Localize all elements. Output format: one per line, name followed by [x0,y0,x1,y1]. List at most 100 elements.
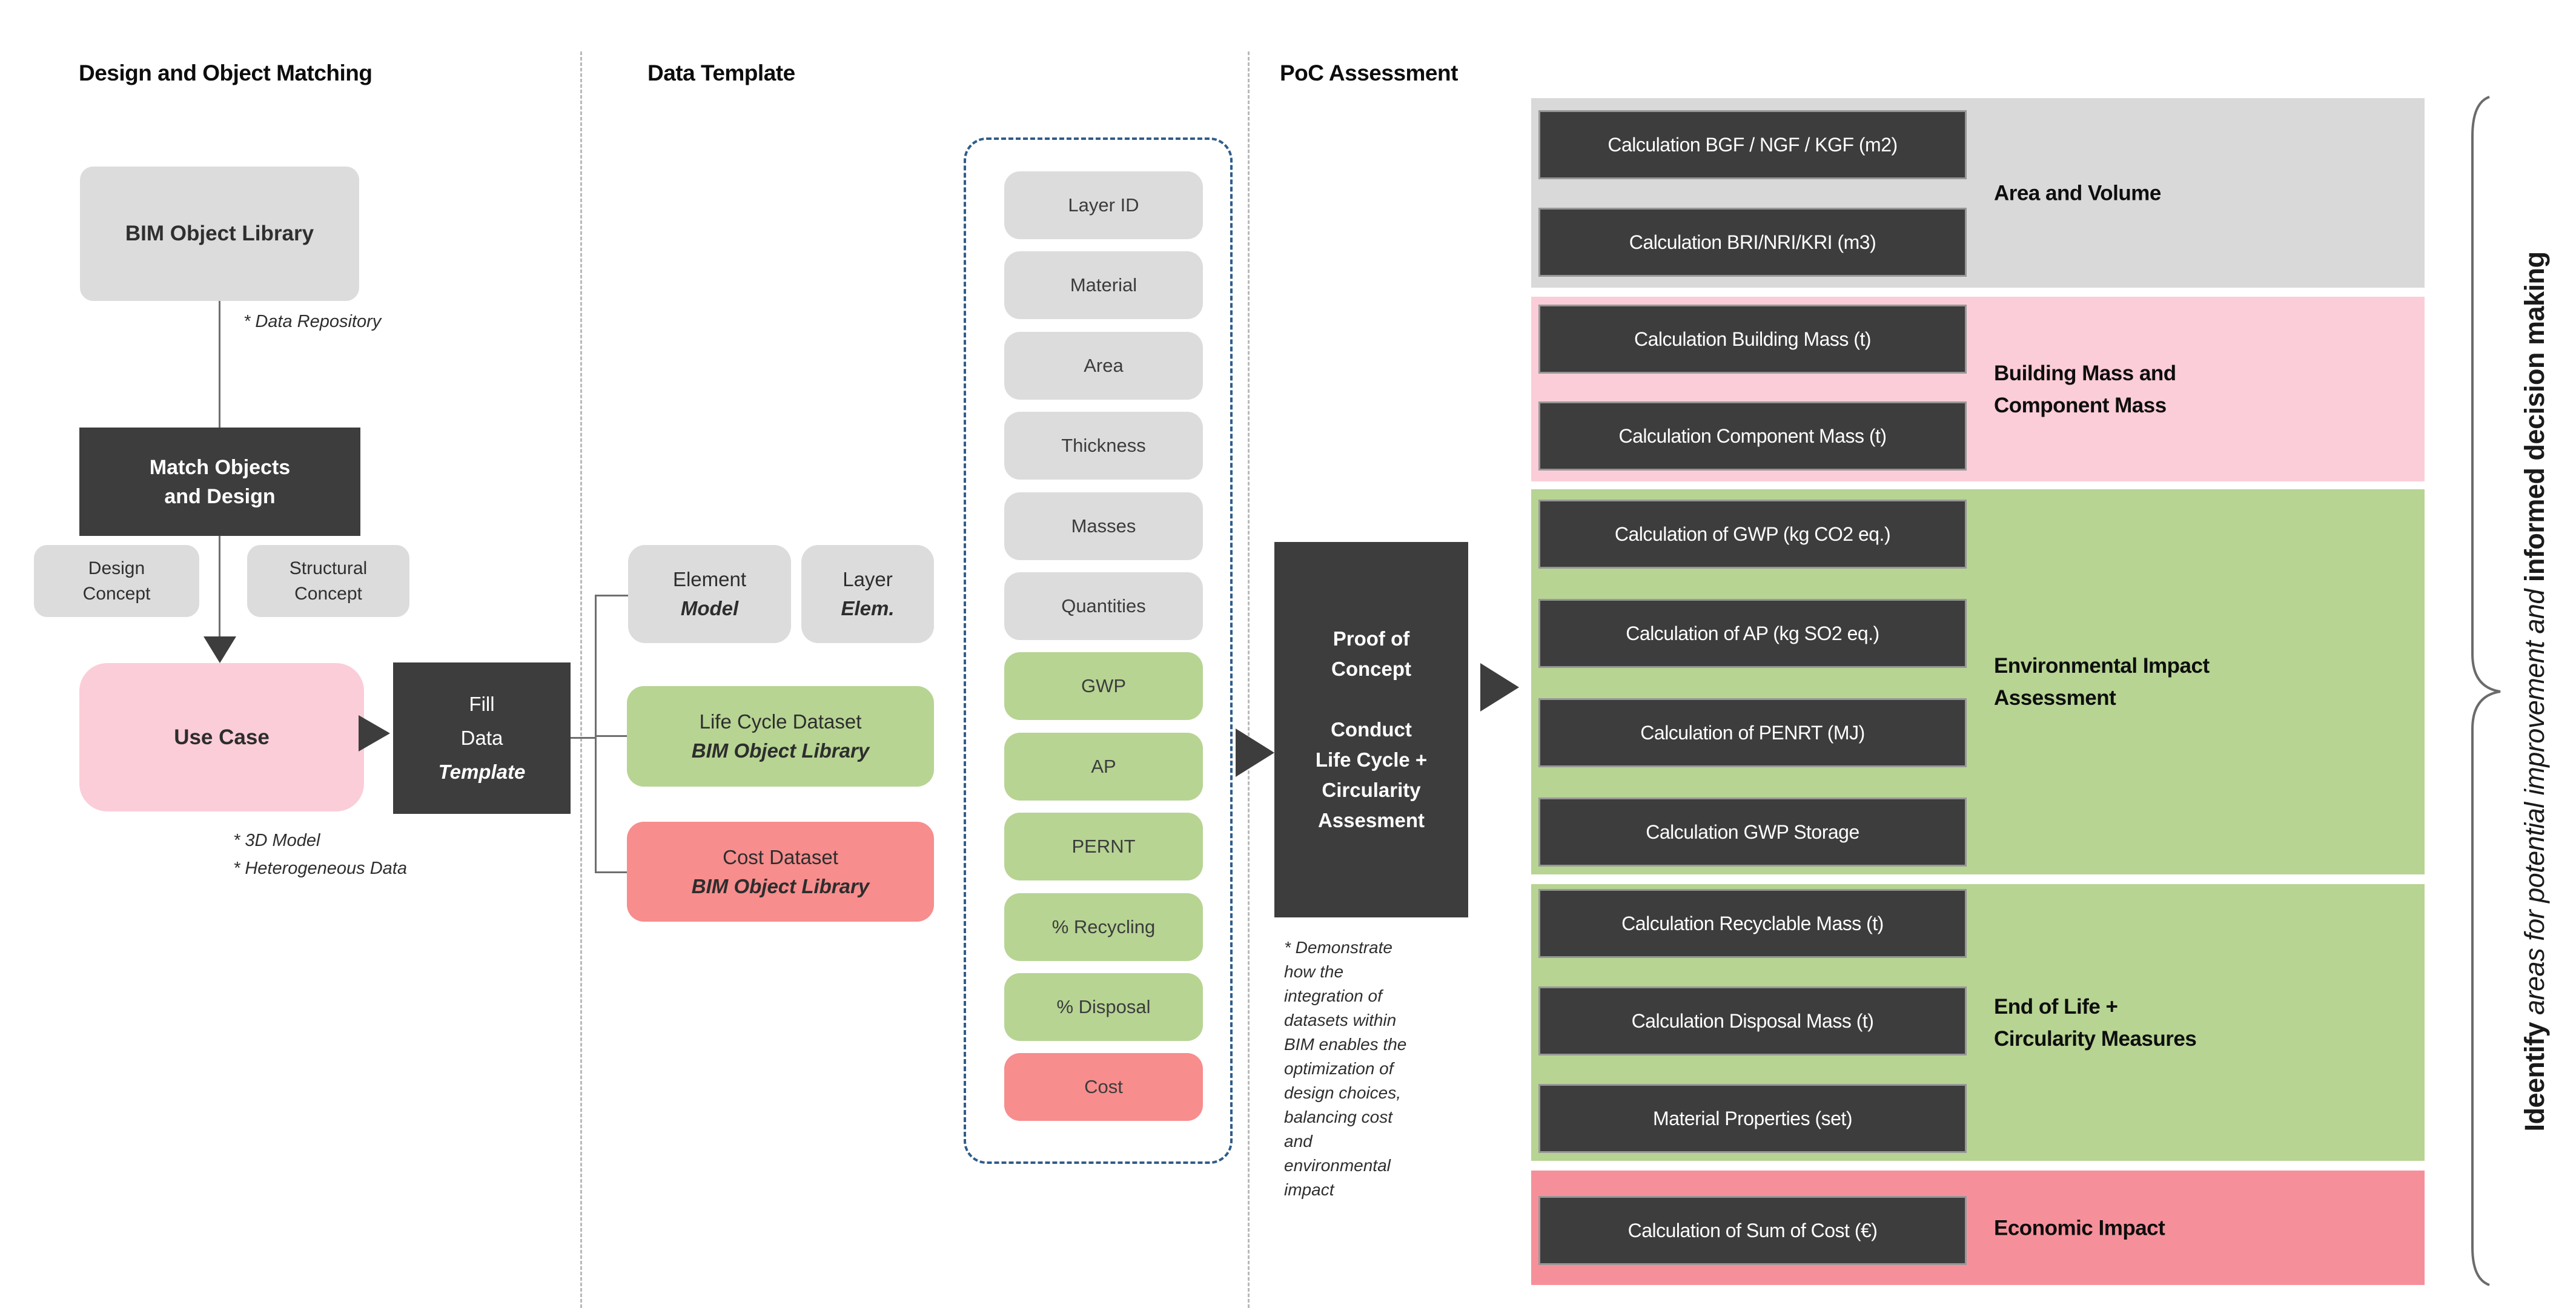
layer-elem-box: Layer Elem. [801,545,934,643]
template-field: AP [1004,732,1203,801]
poc-line: Assesment [1317,809,1425,831]
band-label: Economic Impact [1994,1212,2165,1244]
template-field: % Disposal [1004,973,1203,1041]
template-field: Layer ID [1004,171,1203,239]
template-section-title: Data Template [647,61,795,85]
identify-summary-vertical-text: Ideentify areas for potential improvemen… [2519,251,2551,1131]
structural-concept-line1: Structural [289,558,368,578]
element-model-line1: Element [672,568,747,590]
design-concept-box: Design Concept [34,545,199,617]
arrow-right-icon [359,715,390,751]
connector-line [595,735,628,737]
poc-note-line: datasets within [1284,1011,1397,1029]
heterogeneous-data-note: * Heterogeneous Data [233,859,407,878]
connector-line [219,301,220,428]
calc-box: Calculation of Sum of Cost (€) [1538,1196,1967,1265]
band-label: End of Life + Circularity Measures [1994,991,2197,1055]
data-repository-note: * Data Repository [243,312,382,331]
poc-note-line: * Demonstrate [1284,938,1392,957]
life-cycle-line2: BIM Object Library [691,739,870,762]
bim-object-library-box: BIM Object Library [80,167,359,301]
connector-line [571,737,595,739]
end-of-life-band: Calculation Recyclable Mass (t)Calculati… [1531,884,2425,1161]
template-field: GWP [1004,652,1203,721]
use-case-box: Use Case [79,663,364,811]
arrow-right-icon [1236,728,1274,777]
element-model-box: Element Model [628,545,791,643]
arrow-down-icon [204,636,236,663]
poc-line: Concept [1331,658,1411,680]
poc-section-title: PoC Assessment [1280,61,1458,85]
band-label-line: Economic Impact [1994,1216,2165,1240]
calc-box: Calculation of GWP (kg CO2 eq.) [1538,500,1967,569]
layer-elem-line1: Layer [843,568,893,590]
summary-bold-part1: Ideentify [2519,1022,2550,1132]
template-field: % Recycling [1004,893,1203,961]
life-cycle-line1: Life Cycle Dataset [699,710,862,733]
template-field: PERNT [1004,813,1203,881]
match-objects-box: Match Objects and Design [79,428,360,536]
connector-line [595,595,629,596]
calc-box: Calculation of AP (kg SO2 eq.) [1538,599,1967,668]
summary-bold-part2: informed decision making [2519,251,2550,583]
poc-note-line: integration of [1284,986,1382,1005]
band-label-line: Area and Volume [1994,181,2161,205]
design-concept-line2: Concept [82,583,151,604]
fill-data-line1: Fill [469,693,495,715]
poc-note-line: environmental [1284,1156,1391,1175]
calc-box: Calculation Component Mass (t) [1538,401,1967,471]
calc-box: Calculation BRI/NRI/KRI (m3) [1538,208,1967,277]
template-field: Cost [1004,1053,1203,1121]
poc-line: Life Cycle + [1315,748,1428,771]
template-field: Material [1004,251,1203,320]
section-divider-2 [1248,51,1250,1308]
design-concept-line1: Design [88,558,145,578]
poc-note-line: how the [1284,962,1344,981]
band-label-line: Building Mass and [1994,361,2176,385]
model-note: * 3D Model [233,831,320,850]
area-volume-band: Calculation BGF / NGF / KGF (m2) Calculat… [1531,98,2425,288]
proof-of-concept-box: Proof of Concept Conduct Life Cycle + Ci… [1274,542,1468,917]
building-mass-band: Calculation Building Mass (t) Calculation… [1531,297,2425,481]
cost-dataset-box: Cost Dataset BIM Object Library [627,822,934,922]
cost-dataset-line1: Cost Dataset [723,845,838,868]
band-label-line: Component Mass [1994,393,2167,417]
calc-box: Calculation Building Mass (t) [1538,305,1967,374]
fill-data-line2: Data [460,727,503,749]
connector-line [595,595,597,873]
poc-demonstrate-note: * Demonstrate how the integration of datase… [1284,936,1406,1202]
band-label-line: End of Life + [1994,994,2118,1019]
layer-elem-line2: Elem. [841,597,895,619]
calc-box: Material Properties (set) [1538,1084,1967,1153]
poc-note-line: impact [1284,1180,1334,1199]
match-objects-line1: Match Objects [149,455,291,479]
band-label-line: Circularity Measures [1994,1026,2197,1051]
fill-data-line3: Template [438,761,526,783]
poc-line: Proof of [1333,627,1410,650]
connector-line [595,871,628,873]
template-field: Area [1004,331,1203,400]
band-label-line: Environmental Impact [1994,654,2210,678]
poc-note-line: balancing cost [1284,1108,1393,1126]
calc-box: Calculation BGF / NGF / KGF (m2) [1538,110,1967,179]
poc-line: Circularity [1322,779,1421,801]
structural-concept-line2: Concept [294,583,362,604]
cost-dataset-line2: BIM Object Library [691,874,870,897]
band-label: Area and Volume [1994,177,2161,209]
fill-data-template-box: Fill Data Template [393,662,571,814]
poc-note-line: and [1284,1132,1313,1151]
arrow-right-icon [1480,663,1519,712]
calc-box: Calculation of PENRT (MJ) [1538,698,1967,767]
structural-concept-box: Structural Concept [247,545,409,617]
poc-note-line: design choices, [1284,1083,1402,1102]
calc-box: Calculation GWP Storage [1538,798,1967,867]
environmental-band: Calculation of GWP (kg CO2 eq.) Calculati… [1531,489,2425,874]
template-field: Thickness [1004,412,1203,480]
connector-line [219,536,220,638]
design-section-title: Design and Object Matching [79,61,372,85]
summary-italic-part: areas for potential improvement and [2519,582,2550,1022]
poc-line: Conduct [1331,718,1412,741]
